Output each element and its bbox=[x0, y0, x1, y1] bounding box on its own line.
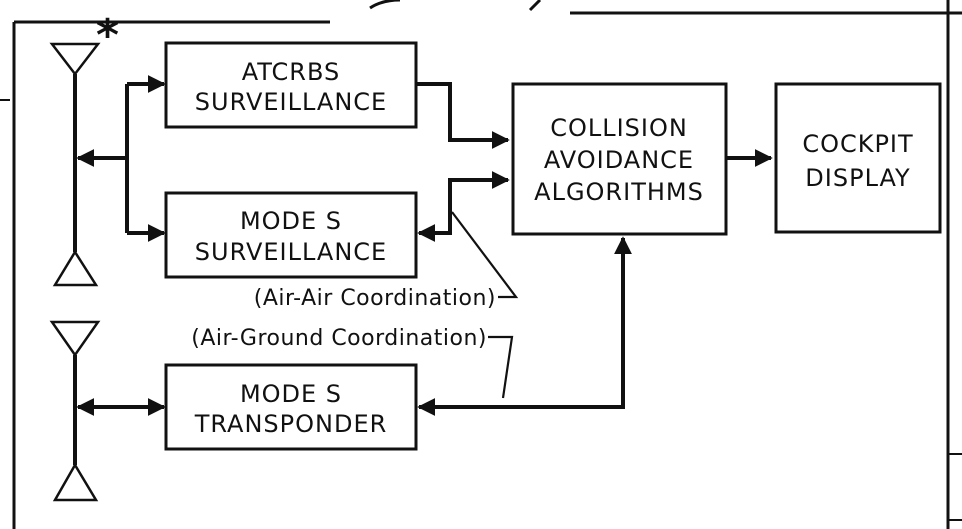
atcrbs-label-line2: SURVEILLANCE bbox=[195, 88, 387, 116]
atcrbs-label-line1: ATCRBS bbox=[242, 58, 341, 86]
cockpit-display-block: COCKPIT DISPLAY bbox=[774, 82, 942, 234]
mode-s-surveillance-label-line2: SURVEILLANCE bbox=[195, 238, 387, 266]
cas-label-line1: COLLISION bbox=[550, 114, 688, 142]
display-label-line2: DISPLAY bbox=[805, 164, 910, 192]
collision-avoidance-block: COLLISION AVOIDANCE ALGORITHMS bbox=[511, 82, 728, 236]
surveillance-antenna-icon bbox=[49, 42, 101, 287]
cas-label-line2: AVOIDANCE bbox=[544, 146, 694, 174]
air-air-coordination-label: (Air-Air Coordination) bbox=[254, 286, 496, 311]
display-label-line1: COCKPIT bbox=[802, 130, 913, 158]
transponder-antenna-icon bbox=[49, 320, 101, 502]
atcrbs-surveillance-block: ATCRBS SURVEILLANCE bbox=[164, 41, 418, 129]
air-ground-coordination-label: (Air-Ground Coordination) bbox=[191, 326, 487, 351]
mode-s-surveillance-block: MODE S SURVEILLANCE bbox=[164, 191, 418, 279]
connection-lines bbox=[76, 75, 773, 416]
transponder-label-line2: TRANSPONDER bbox=[194, 410, 388, 438]
mode-s-surveillance-label-line1: MODE S bbox=[240, 207, 342, 235]
transponder-label-line1: MODE S bbox=[240, 380, 342, 408]
asterisk-marker: * bbox=[96, 10, 119, 61]
mode-s-transponder-block: MODE S TRANSPONDER bbox=[164, 363, 418, 451]
cas-label-line3: ALGORITHMS bbox=[534, 178, 704, 206]
